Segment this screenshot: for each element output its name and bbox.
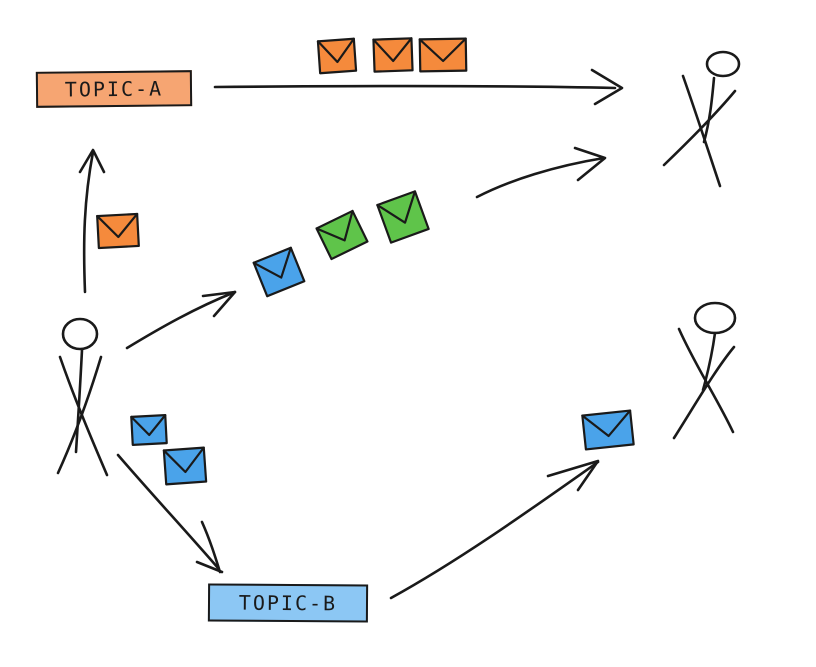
blue-message-envelope-icon [162,446,208,486]
green-message-envelope-icon [315,209,369,261]
blue-message-envelope-icon [252,246,306,298]
topic-b-box[interactable]: TOPIC-B [207,583,369,623]
topic-b-label: TOPIC-B [238,590,338,616]
blue-message-envelope-icon [581,409,635,451]
blue-message-envelope-icon [130,414,168,446]
consumer-bottom-stick-figure-icon[interactable] [672,301,737,440]
arrow-producer-to-topic-a [78,148,106,294]
orange-message-envelope-icon [96,212,140,250]
topic-a-box[interactable]: TOPIC-A [35,70,193,108]
arrow-producer-to-topic-b [116,453,224,574]
consumer-top-stick-figure-icon[interactable] [662,50,741,188]
producer-stick-figure-icon[interactable] [56,317,109,477]
orange-message-envelope-icon [418,37,468,73]
arrow-topic-b-to-consumer [389,459,600,600]
arrow-topic-a-to-consumer [213,68,624,106]
topic-a-label: TOPIC-A [64,76,164,102]
green-message-envelope-icon [376,190,430,244]
orange-message-envelope-icon [372,37,414,73]
arrow-producer-to-consumer-top [125,146,607,350]
orange-message-envelope-icon [316,37,358,75]
